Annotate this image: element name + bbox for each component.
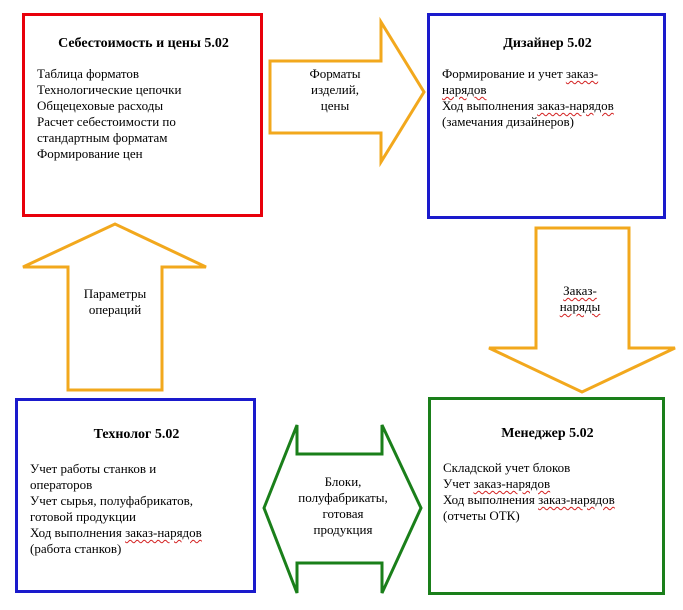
box-designer: Дизайнер 5.02 Формирование и учет заказ-… — [427, 13, 666, 219]
box-line: Таблица форматов — [37, 66, 140, 81]
box-line: Расчет себестоимости по — [37, 114, 176, 129]
box-cost-and-prices: Себестоимость и цены 5.02 Таблица формат… — [22, 13, 263, 217]
box-line: стандартным форматам — [37, 130, 168, 145]
box-line: (отчеты ОТК) — [443, 508, 520, 523]
label-orders: Заказ- наряды — [559, 283, 601, 314]
box-line: Ход выполнения заказ-нарядов — [443, 492, 615, 507]
box-title: Менеджер 5.02 — [501, 426, 594, 441]
label-operation-params: Параметры операций — [83, 286, 147, 317]
box-technologist: Технолог 5.02 Учет работы станков и опер… — [15, 398, 256, 593]
box-line: (замечания дизайнеров) — [442, 114, 574, 129]
label-formats: Форматы изделий, цены — [309, 66, 361, 113]
arrow-params-to-cost — [22, 222, 207, 392]
arrow-formats-to-designer — [268, 16, 426, 168]
box-title: Дизайнер 5.02 — [503, 36, 592, 51]
box-line: Складской учет блоков — [443, 460, 571, 475]
box-line: Учет работы станков и — [30, 461, 157, 476]
box-line: (работа станков) — [30, 541, 122, 556]
box-line: Формирование и учет заказ- — [442, 66, 599, 81]
box-line: Формирование цен — [37, 146, 143, 161]
box-line: Ход выполнения заказ-нарядов — [442, 98, 614, 113]
box-line: операторов — [30, 477, 93, 492]
box-line: Учет сырья, полуфабрикатов, — [30, 493, 194, 508]
label-blocks: Блоки, полуфабрикаты, готовая продукция — [298, 474, 388, 537]
box-line: Технологические цепочки — [37, 82, 182, 97]
box-title: Технолог 5.02 — [93, 427, 180, 442]
box-manager: Менеджер 5.02 Складской учет блоков Учет… — [428, 397, 665, 595]
box-line: Общецеховые расходы — [37, 98, 164, 113]
box-line: нарядов — [442, 82, 487, 97]
box-line: Учет заказ-нарядов — [443, 476, 551, 491]
arrow-blocks-bidirectional — [262, 424, 423, 594]
arrow-orders-to-manager — [488, 226, 676, 394]
box-line: Ход выполнения заказ-нарядов — [30, 525, 202, 540]
box-line: готовой продукции — [30, 509, 136, 524]
box-title: Себестоимость и цены 5.02 — [58, 36, 229, 51]
